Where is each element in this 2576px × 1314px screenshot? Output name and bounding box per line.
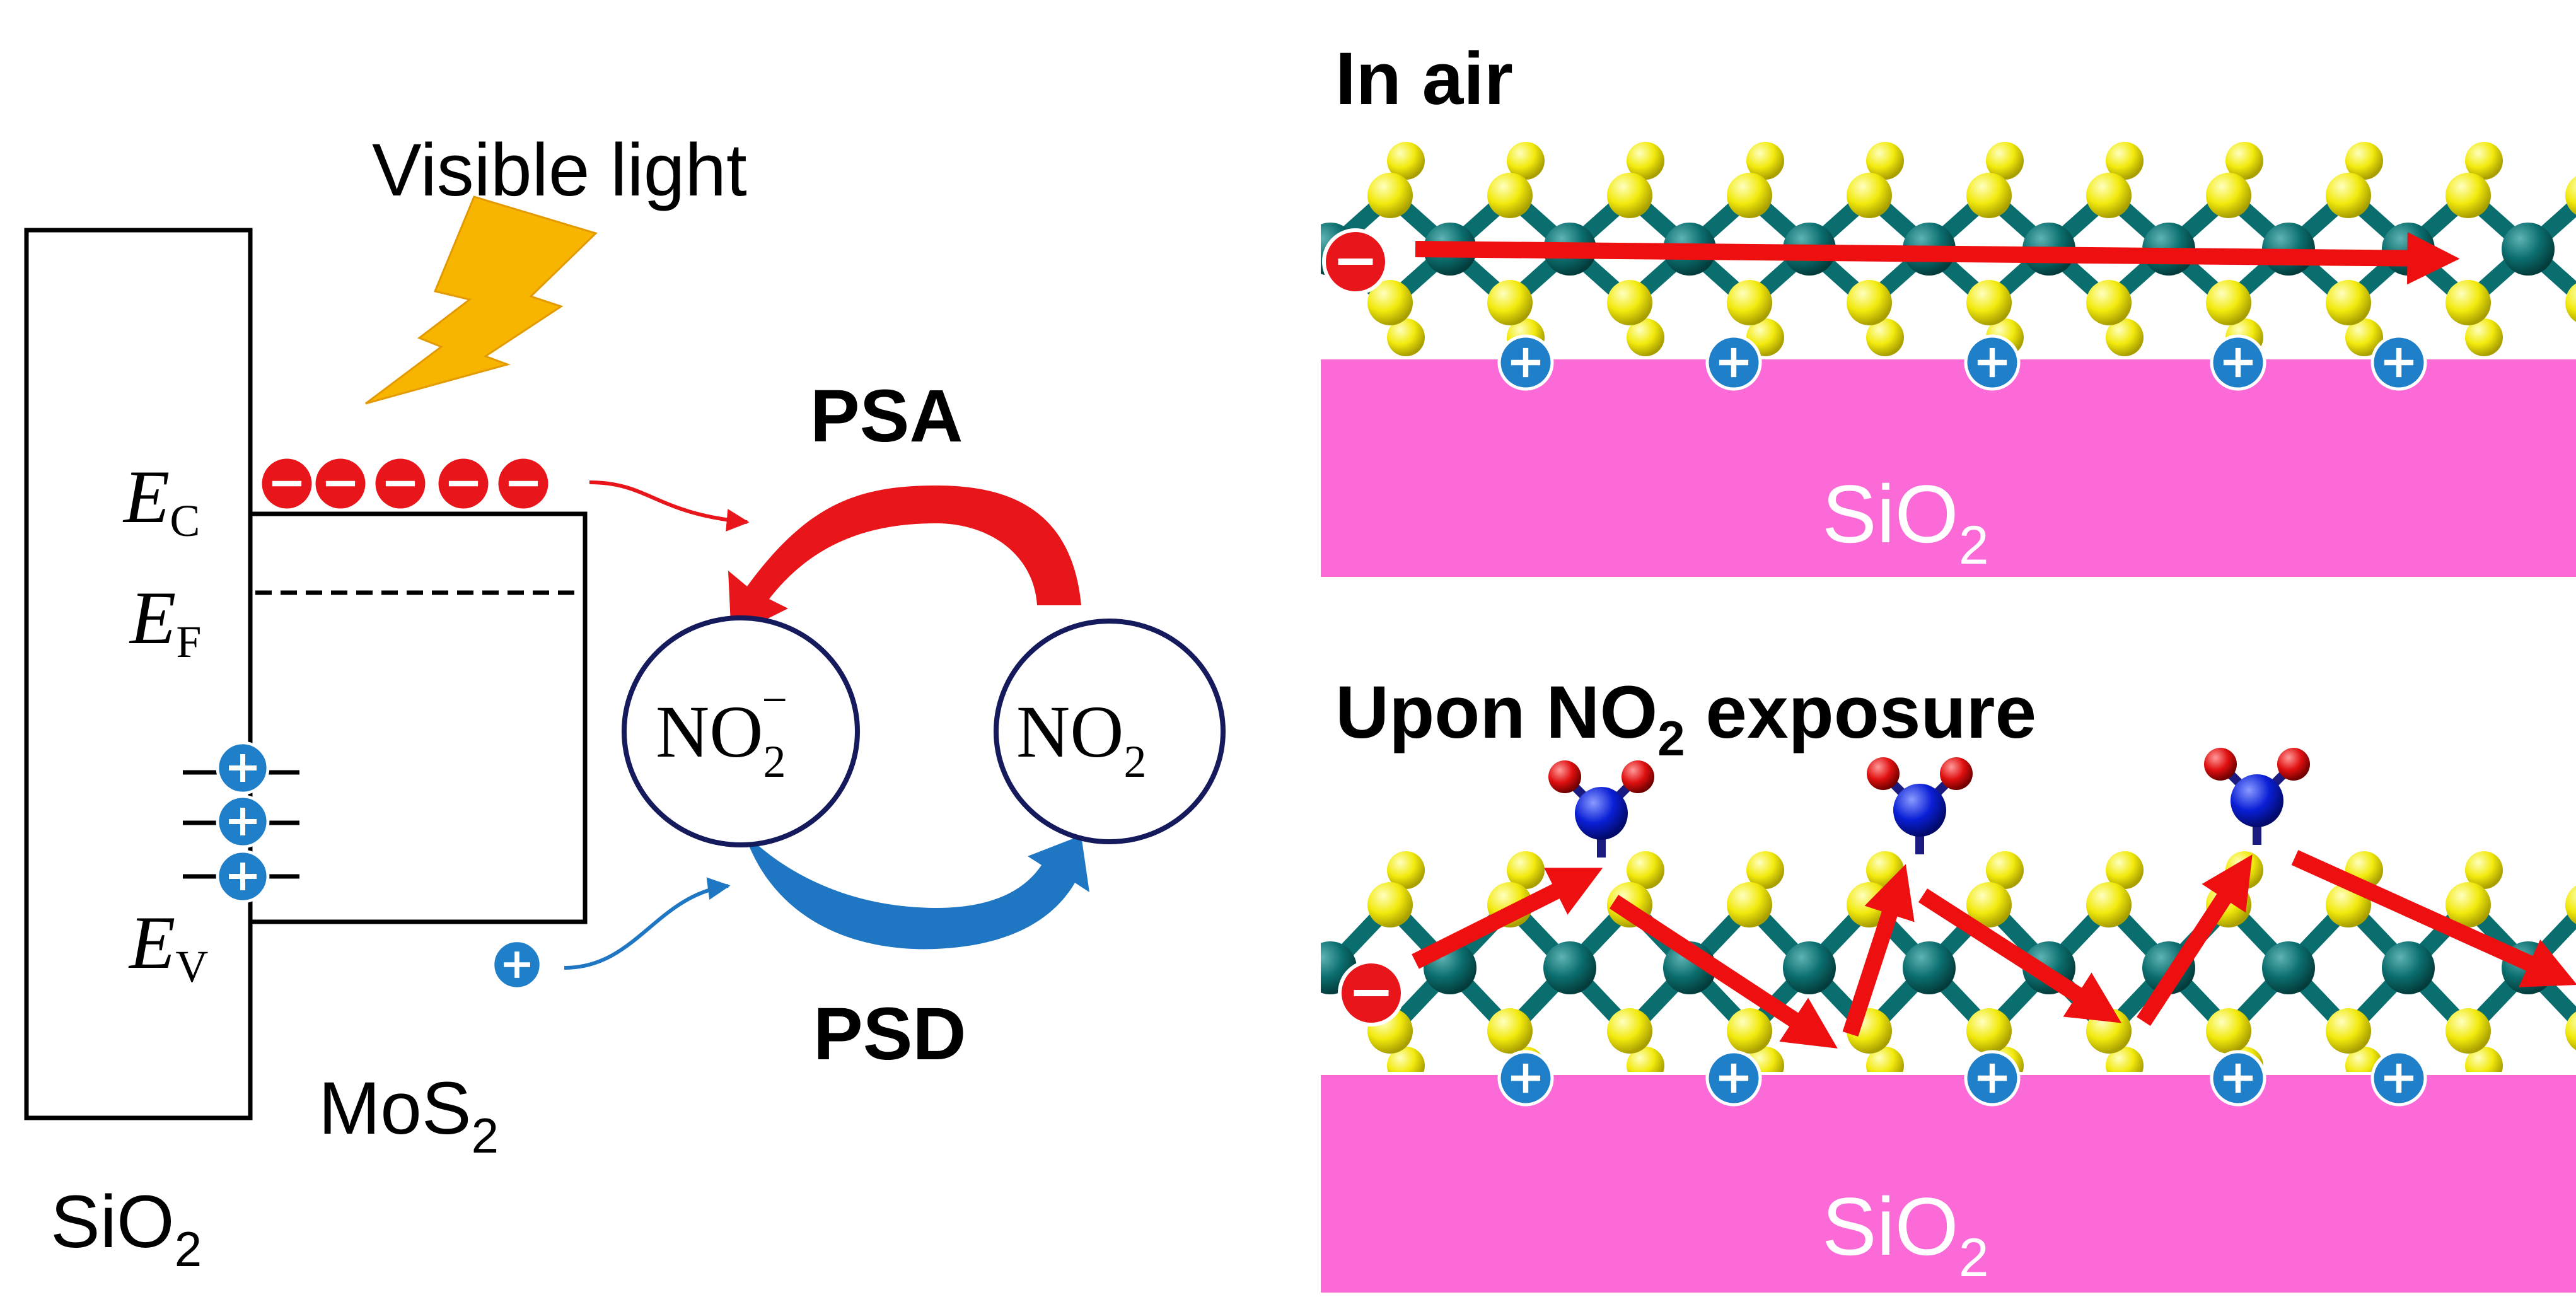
scattered-electron-path (1412, 850, 2576, 1049)
no2-molecule-2 (1867, 757, 1973, 854)
bottom-interface-holes (1497, 1050, 2427, 1107)
electron-2 (312, 455, 369, 512)
top-hole-1 (1497, 334, 1554, 391)
bottom-hole-1 (1497, 1050, 1554, 1107)
no2-minus-circle (622, 615, 860, 847)
psa-arrow (728, 485, 1081, 637)
bottom-sio2-substrate (1321, 1075, 2576, 1293)
top-hole-4 (2210, 334, 2266, 391)
in-air-title: In air (1335, 37, 1513, 120)
hole-1 (216, 741, 270, 795)
zigzag-segment-4 (1918, 888, 2121, 1023)
bottom-hole-4 (2210, 1050, 2266, 1107)
visible-light-label: Visible light (372, 129, 747, 212)
no2-molecule-1 (1548, 760, 1654, 858)
bottom-hole-5 (2370, 1050, 2427, 1107)
bottom-lattice-electron (1338, 960, 1405, 1026)
no2-label: NO2 (1016, 690, 1146, 787)
top-structure (1321, 142, 2576, 577)
electron-transfer-arrow (589, 480, 750, 532)
no2-circle (994, 619, 1226, 844)
mos2-band-box (250, 511, 588, 924)
psa-label: PSA (810, 375, 963, 458)
electron-5 (495, 455, 552, 512)
hole-3 (216, 849, 270, 904)
adsorbed-no2-molecules (1548, 748, 2310, 858)
conduction-electrons (258, 455, 552, 512)
electron-3 (372, 455, 429, 512)
electron-4 (435, 455, 492, 512)
top-lattice-electron (1322, 228, 1389, 295)
zigzag-segment-5 (2137, 854, 2253, 1026)
no2-minus-label: NO2− (656, 675, 787, 787)
bottom-structure (1321, 748, 2576, 1293)
sio2-band-box (24, 228, 253, 1120)
psd-label: PSD (813, 992, 966, 1076)
top-electron (1322, 228, 1389, 295)
zigzag-segment-1 (1412, 868, 1603, 969)
zigzag-segment-6 (2291, 850, 2576, 987)
ef-label: EF (129, 576, 201, 667)
top-interface-holes (1497, 334, 2427, 391)
lightning-bolt-icon (365, 195, 598, 405)
trapped-holes (216, 741, 543, 991)
bottom-hole-3 (1964, 1050, 2021, 1107)
zigzag-segment-2 (1609, 895, 1838, 1049)
ev-label: EV (128, 900, 208, 992)
top-sio2-label: SiO2 (1822, 468, 1989, 576)
bottom-hole-2 (1705, 1050, 1762, 1107)
top-electron-path-arrow (1415, 232, 2460, 285)
top-hole-2 (1705, 334, 1762, 391)
top-hole-5 (2370, 334, 2427, 391)
ec-label: EC (122, 455, 200, 546)
hole-transfer-arrow (564, 877, 731, 970)
top-hole-3 (1964, 334, 2021, 391)
psd-arrow (744, 832, 1089, 950)
mos2-label: MoS2 (318, 1067, 499, 1163)
electron-1 (258, 455, 315, 512)
bottom-sio2-label: SiO2 (1822, 1180, 1989, 1288)
top-sio2-substrate (1321, 359, 2576, 577)
no2-molecule-3 (2204, 748, 2310, 845)
exposure-title: Upon NO2 exposure (1335, 671, 2036, 766)
hole-2 (216, 794, 270, 849)
zigzag-segment-3 (1842, 864, 1915, 1037)
mos2-hole (491, 939, 543, 991)
sio2-label: SiO2 (50, 1180, 202, 1277)
bottom-electron (1338, 960, 1405, 1026)
